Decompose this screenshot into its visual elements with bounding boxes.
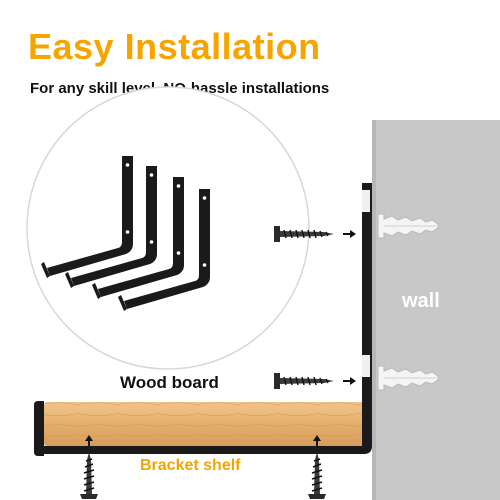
- arrow-up-icon: [85, 435, 321, 446]
- wood-board: [44, 402, 366, 446]
- bracket-shelf-label: Bracket shelf: [140, 457, 241, 474]
- bracket-shelf: [34, 183, 372, 456]
- wall: [372, 120, 500, 500]
- arrow-right-icon: [343, 230, 356, 385]
- wood-board-label: Wood board: [120, 373, 219, 392]
- product-preview: [26, 86, 310, 370]
- bracket-set-icon: [41, 156, 210, 311]
- wall-label: wall: [402, 290, 440, 312]
- page-title: Easy Installation: [28, 26, 321, 67]
